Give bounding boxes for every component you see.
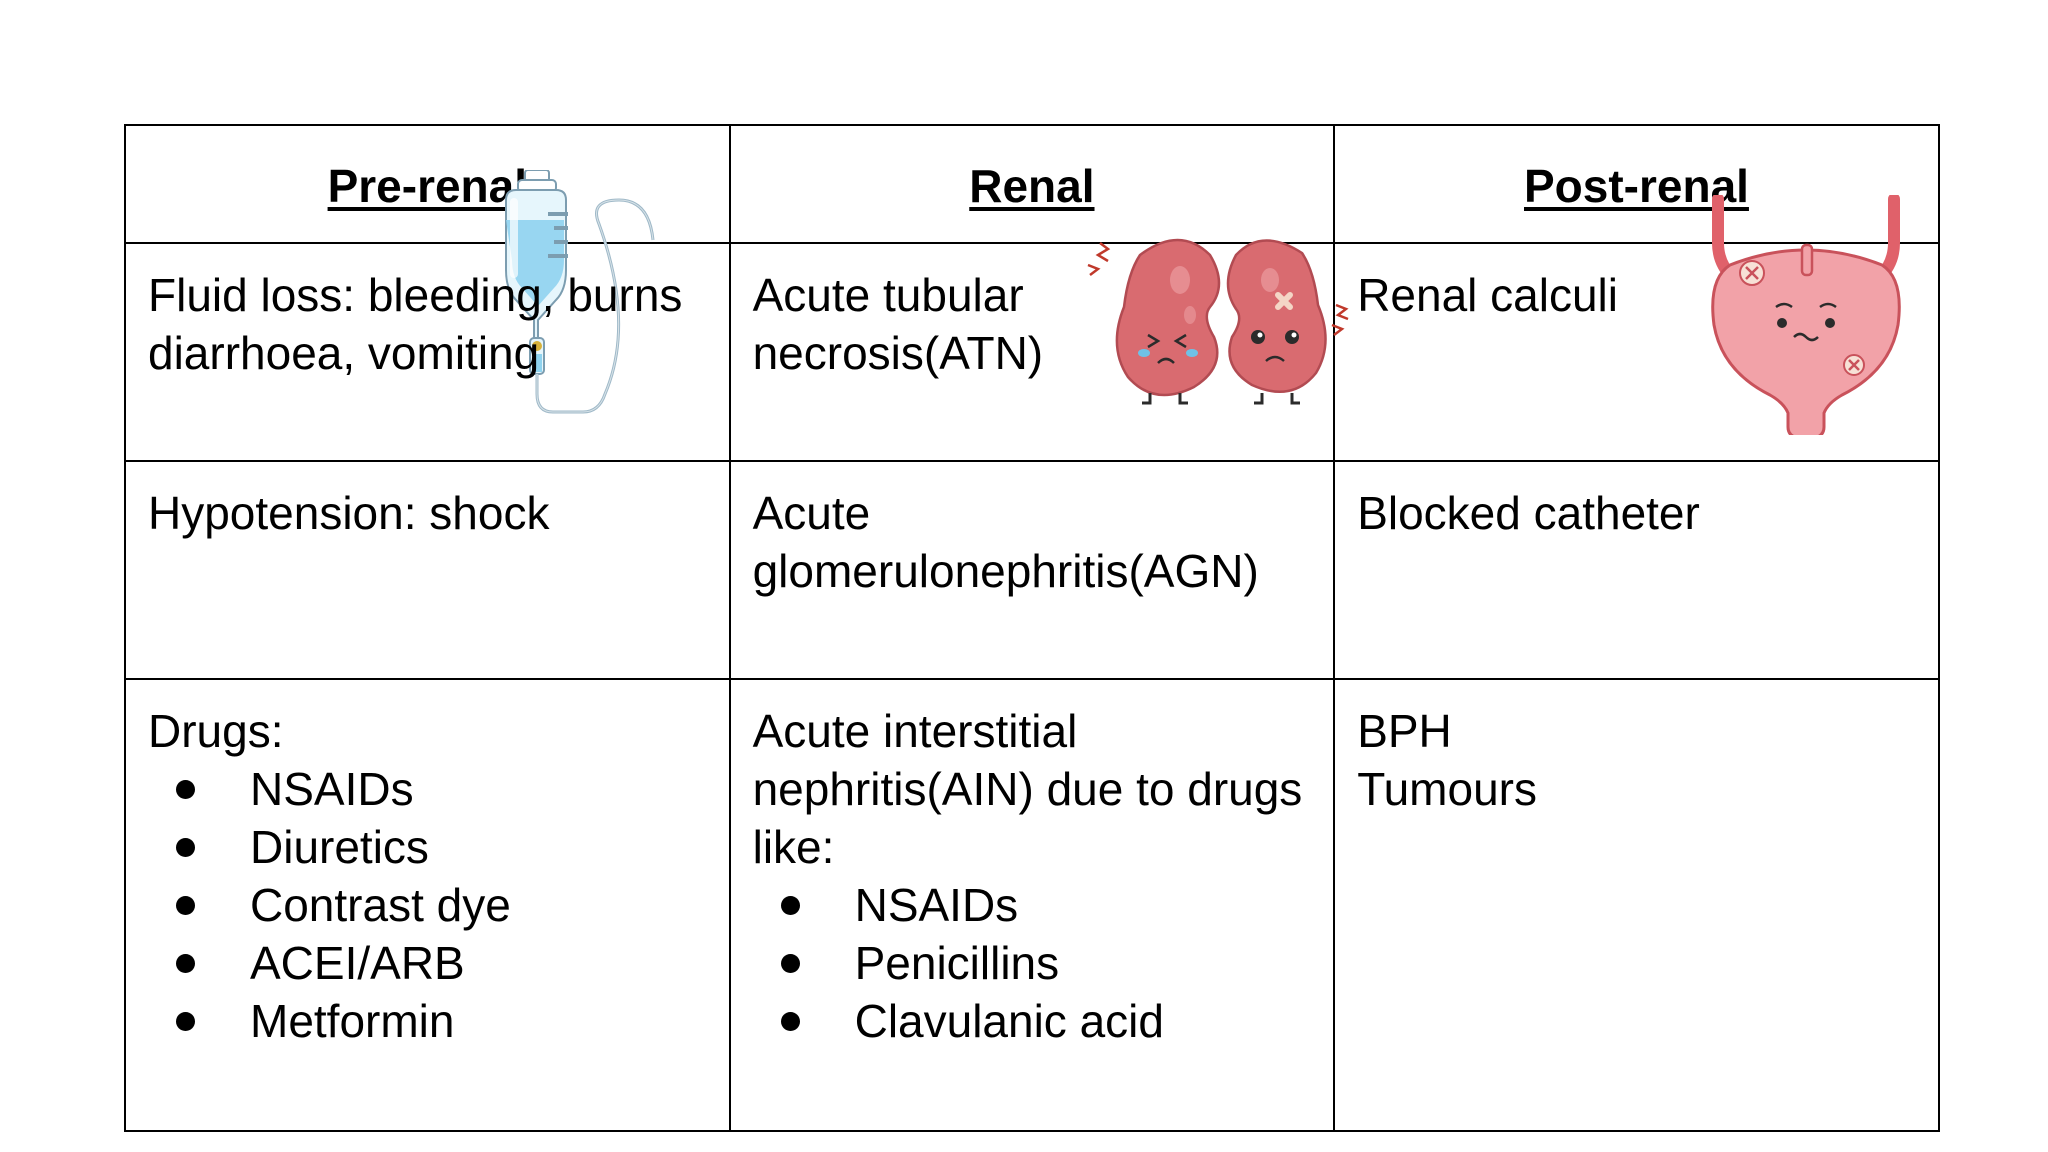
table-row: Drugs: NSAIDs Diuretics Contrast dye ACE… bbox=[124, 678, 1940, 1132]
cell-renal-ain: Acute interstitial nephritis(AIN) due to… bbox=[728, 678, 1336, 1132]
cell-post-renal-bph-tumours: BPH Tumours bbox=[1333, 678, 1940, 1132]
list-item-label: Metformin bbox=[250, 995, 455, 1047]
cell-text: Fluid loss: bleeding, burns diarrhoea, v… bbox=[148, 269, 683, 379]
list-item: ACEI/ARB bbox=[148, 934, 709, 992]
cell-post-renal-calculi: Renal calculi bbox=[1333, 242, 1940, 462]
list-item-label: NSAIDs bbox=[854, 879, 1019, 931]
cell-text: Blocked catheter bbox=[1357, 487, 1700, 539]
list-item: Contrast dye bbox=[148, 876, 709, 934]
header-row: Pre-renal Renal Post-renal bbox=[124, 124, 1940, 244]
cell-text: Renal calculi bbox=[1357, 269, 1618, 321]
table-row: Hypotension: shock Acute glomerulonephri… bbox=[124, 460, 1940, 680]
list-item-label: Contrast dye bbox=[250, 879, 511, 931]
cell-pre-renal-fluid-loss: Fluid loss: bleeding, burns diarrhoea, v… bbox=[124, 242, 731, 462]
bullet-icon bbox=[176, 838, 195, 857]
cell-text: Drugs: bbox=[148, 705, 284, 757]
bullet-icon bbox=[176, 954, 195, 973]
header-pre-renal: Pre-renal bbox=[124, 124, 731, 244]
list-item: NSAIDs bbox=[148, 760, 709, 818]
cell-pre-renal-drugs: Drugs: NSAIDs Diuretics Contrast dye ACE… bbox=[124, 678, 731, 1132]
bullet-icon bbox=[780, 896, 800, 915]
bullet-icon bbox=[780, 954, 800, 973]
list-item: Clavulanic acid bbox=[753, 992, 1314, 1050]
list-item-label: NSAIDs bbox=[250, 763, 414, 815]
bullet-icon bbox=[780, 1012, 800, 1031]
cell-text: BPH bbox=[1357, 705, 1452, 757]
list-item: Diuretics bbox=[148, 818, 709, 876]
cell-text: Hypotension: shock bbox=[148, 487, 550, 539]
bullet-icon bbox=[176, 780, 195, 799]
list-item: Penicillins bbox=[753, 934, 1314, 992]
cell-pre-renal-hypotension: Hypotension: shock bbox=[124, 460, 731, 680]
pre-renal-drug-list: NSAIDs Diuretics Contrast dye ACEI/ARB M… bbox=[148, 760, 709, 1050]
cell-text: Acute glomerulonephritis(AGN) bbox=[752, 487, 1259, 597]
header-post-renal: Post-renal bbox=[1333, 124, 1940, 244]
list-item-label: ACEI/ARB bbox=[250, 937, 465, 989]
renal-drug-list: NSAIDs Penicillins Clavulanic acid bbox=[753, 876, 1314, 1050]
list-item: Metformin bbox=[148, 992, 709, 1050]
cell-text: Tumours bbox=[1357, 763, 1537, 815]
list-item-label: Clavulanic acid bbox=[854, 995, 1164, 1047]
header-renal: Renal bbox=[728, 124, 1336, 244]
bullet-icon bbox=[176, 1012, 195, 1031]
list-item-label: Penicillins bbox=[854, 937, 1060, 989]
bullet-icon bbox=[176, 896, 195, 915]
table-row: Fluid loss: bleeding, burns diarrhoea, v… bbox=[124, 242, 1940, 462]
cell-renal-agn: Acute glomerulonephritis(AGN) bbox=[728, 460, 1336, 680]
aki-causes-table: Pre-renal Renal Post-renal Fluid loss: b… bbox=[124, 124, 1940, 1132]
list-item: NSAIDs bbox=[753, 876, 1314, 934]
cell-renal-atn: Acute tubular necrosis(ATN) bbox=[728, 242, 1336, 462]
cell-text: Acute tubular necrosis(ATN) bbox=[752, 269, 1044, 379]
cell-post-renal-catheter: Blocked catheter bbox=[1333, 460, 1940, 680]
list-item-label: Diuretics bbox=[250, 821, 429, 873]
cell-text: Acute interstitial nephritis(AIN) due to… bbox=[752, 705, 1303, 873]
